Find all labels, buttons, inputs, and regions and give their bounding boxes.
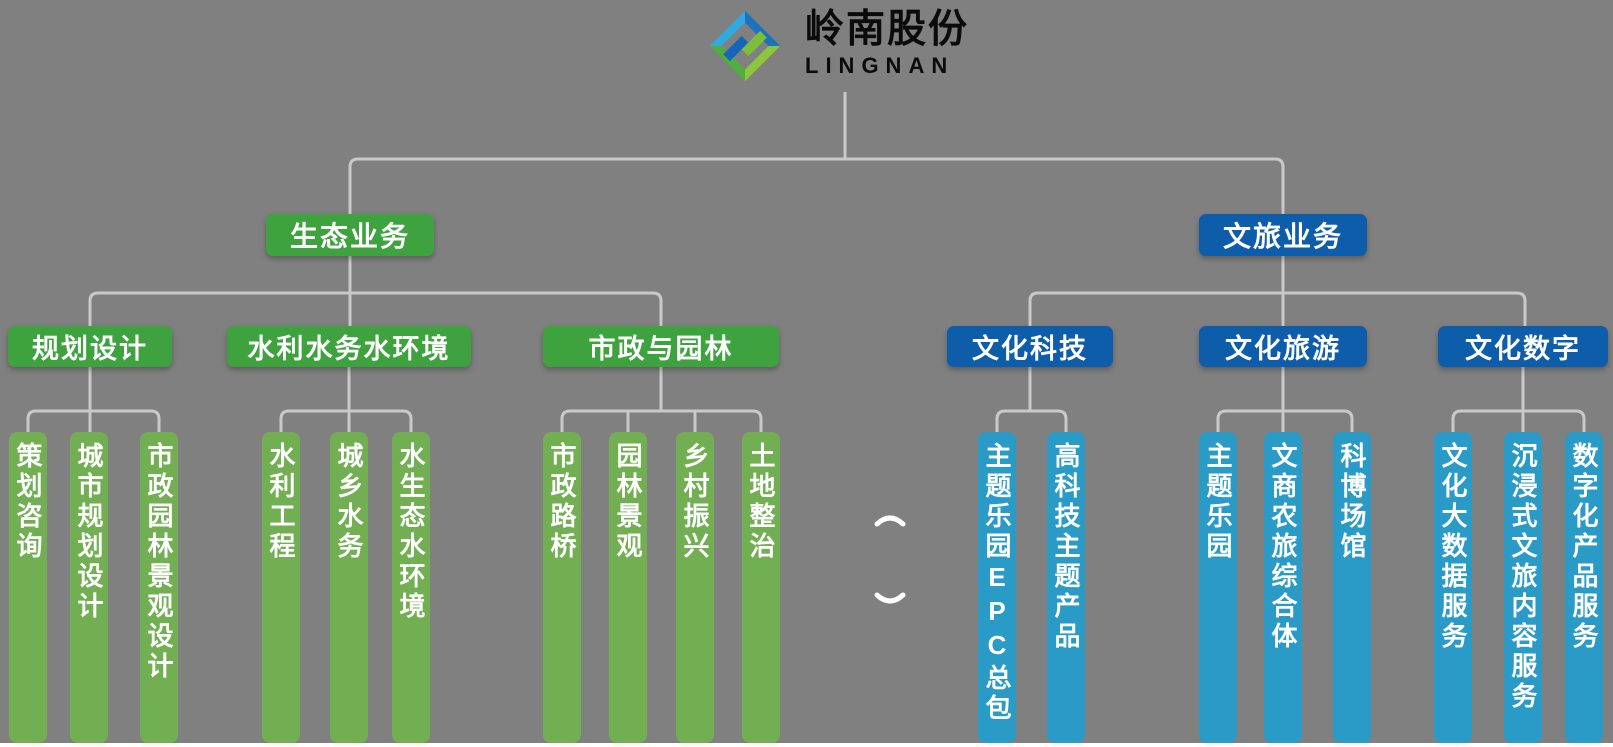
branch-badge-ecology: 生态业务 [266, 214, 434, 256]
leaf-bar: 策划咨询 [9, 432, 47, 743]
leaf-bar: 园林景观 [609, 432, 647, 743]
leaf-bar: 市政路桥 [543, 432, 581, 743]
bottom-edge-strip [0, 743, 1613, 747]
group-badge-culture-tech: 文化科技 [947, 326, 1113, 367]
leaf-bar: 水利工程 [262, 432, 300, 743]
leaf-bar: 水生态水环境 [392, 432, 430, 743]
separator-parenthesis-top [874, 515, 906, 527]
leaf-bar: 主题乐园EPC总包 [978, 432, 1016, 743]
leaf-bar: 市政园林景观设计 [140, 432, 178, 743]
company-name-en: LINGNAN [805, 52, 955, 78]
leaf-bar: 城乡水务 [330, 432, 368, 743]
leaf-bar: 科博场馆 [1333, 432, 1371, 743]
lingnan-logo-icon [709, 10, 781, 82]
leaf-bar: 文商农旅综合体 [1264, 432, 1302, 743]
group-badge-culture-digital: 文化数字 [1438, 326, 1608, 367]
connector-ecology-bracket [88, 291, 663, 326]
company-name-zh: 岭南股份 [805, 8, 970, 51]
leaf-bar: 乡村振兴 [676, 432, 714, 743]
company-logo: 岭南股份 LINGNAN [703, 2, 1003, 90]
group-badge-water: 水利水务水环境 [227, 326, 471, 367]
group-badge-culture-tourism: 文化旅游 [1199, 326, 1367, 367]
leaf-bar: 城市规划设计 [70, 432, 108, 743]
group-badge-municipal-landscape: 市政与园林 [543, 326, 779, 367]
leaf-bar: 沉浸式文旅内容服务 [1504, 432, 1542, 743]
leaf-bar: 土地整治 [742, 432, 780, 743]
group-badge-planning-design: 规划设计 [8, 326, 172, 367]
leaf-bar: 高科技主题产品 [1047, 432, 1085, 743]
leaf-bar: 数字化产品服务 [1565, 432, 1603, 743]
separator-parenthesis-bottom [874, 592, 906, 604]
leaf-bar: 主题乐园 [1199, 432, 1237, 743]
leaf-bar: 文化大数据服务 [1434, 432, 1472, 743]
branch-badge-culture-tourism: 文旅业务 [1199, 214, 1367, 256]
connector-culture-bracket [1028, 291, 1527, 326]
connector-level1-bracket [348, 157, 1285, 214]
